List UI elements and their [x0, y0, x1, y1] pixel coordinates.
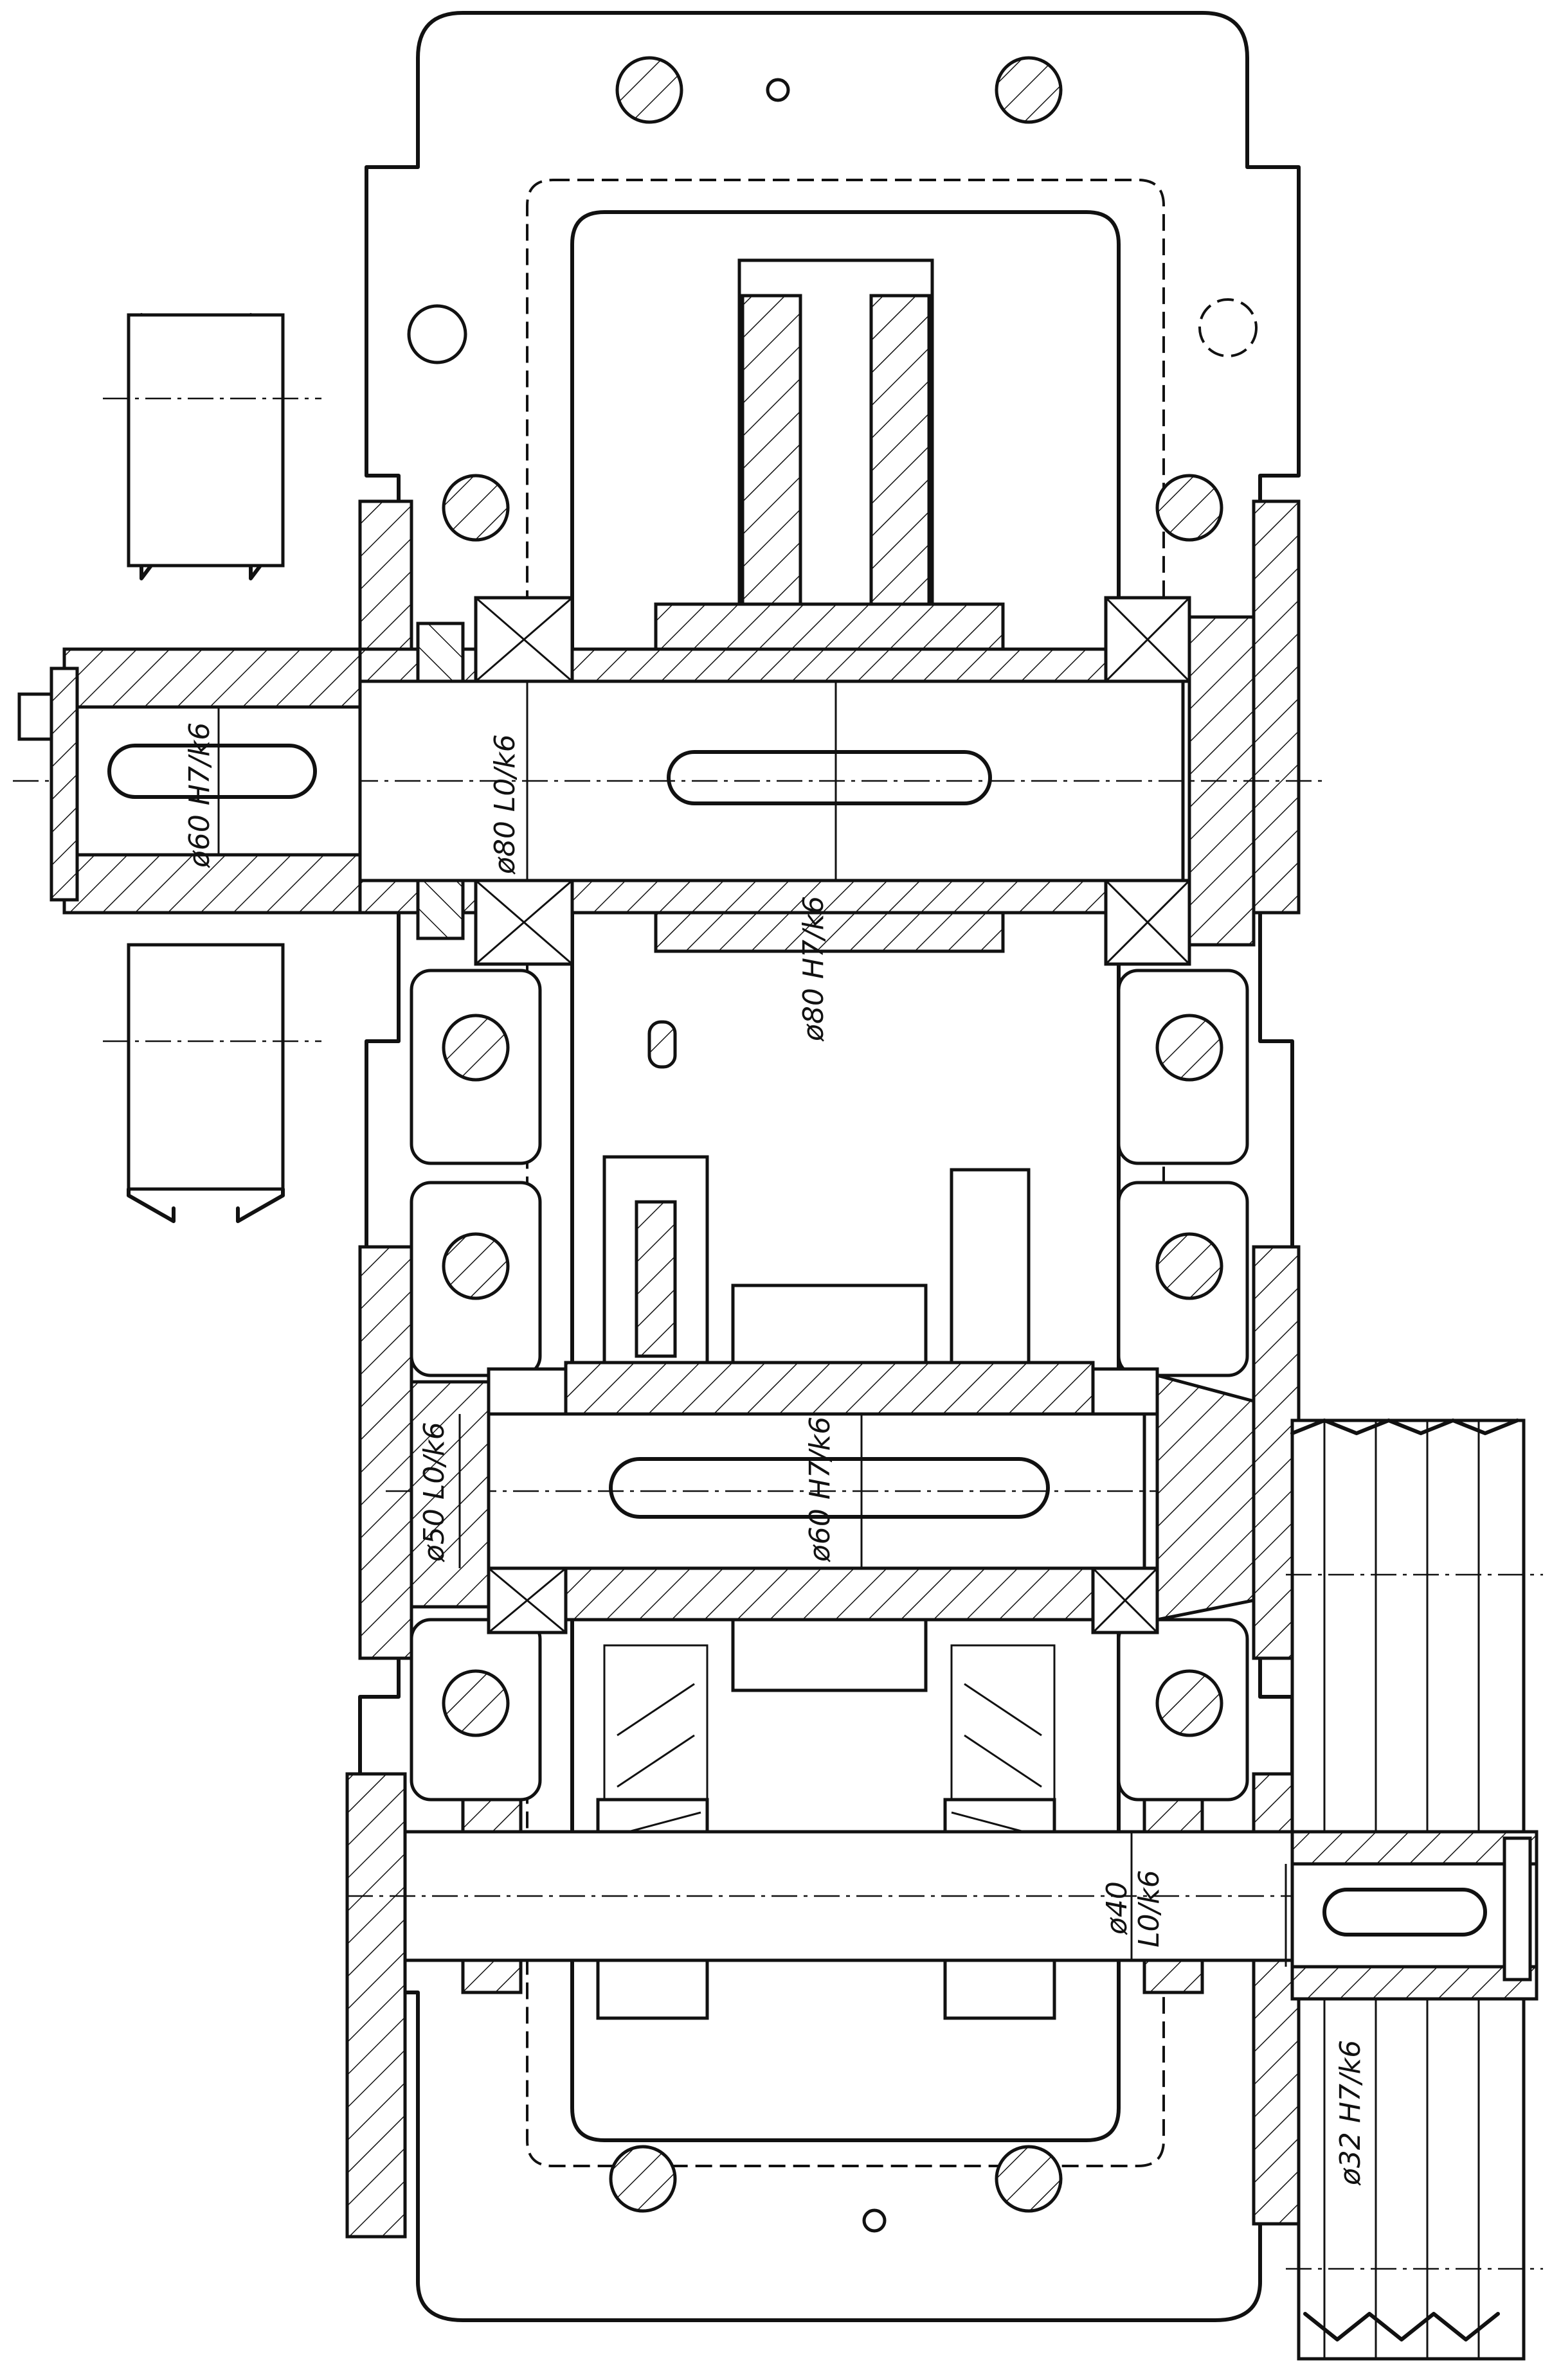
- dim-output-bearing-a: ø40: [1101, 1881, 1133, 1935]
- right-pulley: [1286, 1418, 1543, 2361]
- dim-left-pulley-bore: ø60 H7/k6: [183, 722, 216, 868]
- housing-bolts: [407, 56, 1258, 2233]
- dim-input-shaft-bearing: ø80 L0/k6: [489, 734, 521, 875]
- output-shaft-assembly: [347, 1644, 1324, 2020]
- dim-middle-gear-fit: ø60 H7/k6: [804, 1417, 836, 1562]
- left-sprocket: [17, 313, 362, 1223]
- dim-output-bearing-b: L0/k6: [1133, 1870, 1166, 1947]
- dim-input-gear-fit: ø80 H7/k6: [797, 896, 830, 1042]
- middle-shaft-assembly: [386, 1155, 1256, 1692]
- dim-middle-shaft-bearing: ø50 L0/k6: [418, 1422, 451, 1562]
- input-shaft-assembly: [13, 258, 1324, 966]
- dimension-lines: [217, 681, 1287, 1967]
- dim-right-pulley-bore: ø32 H7/k6: [1334, 2040, 1367, 2186]
- dimension-labels: ø60 H7/k6 ø80 L0/k6 ø80 H7/k6 ø50 L0/k6 …: [183, 722, 1367, 2186]
